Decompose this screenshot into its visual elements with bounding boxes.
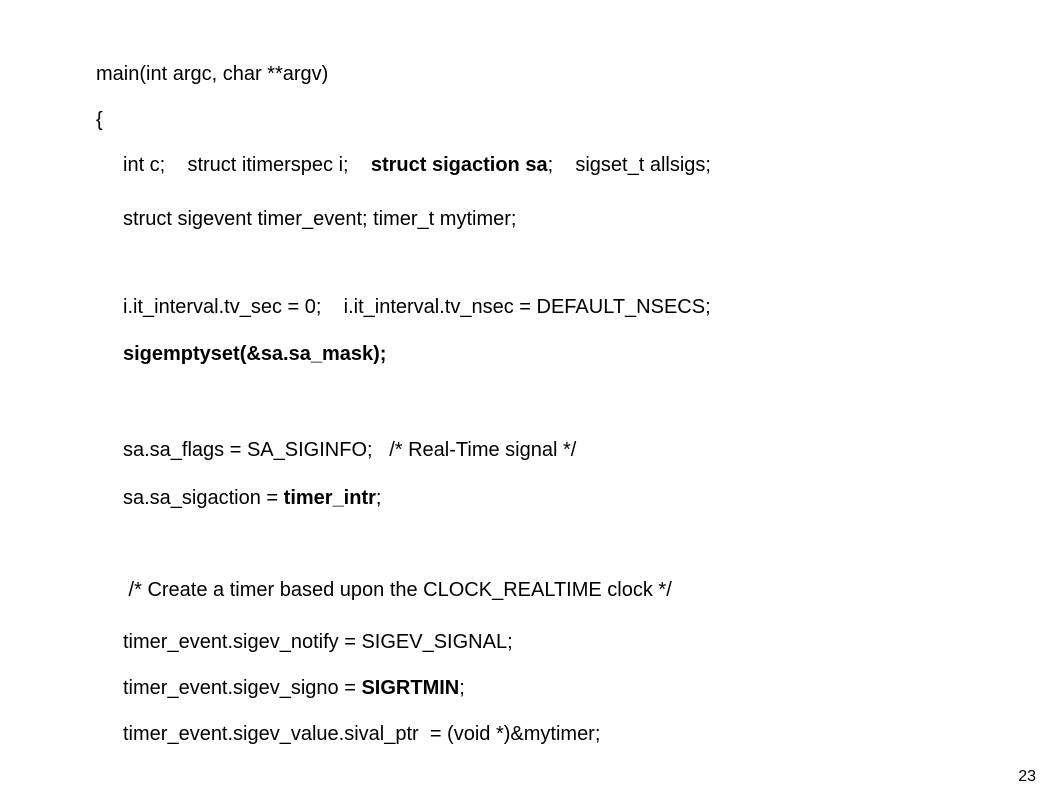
- code-line: sa.sa_flags = SA_SIGINFO; /* Real-Time s…: [123, 438, 576, 462]
- code-line: timer_event.sigev_notify = SIGEV_SIGNAL;: [123, 630, 513, 654]
- code-segment-bold: timer_intr: [283, 487, 376, 509]
- code-line: main(int argc, char **argv): [96, 62, 328, 86]
- code-line: timer_event.sigev_value.sival_ptr = (voi…: [123, 722, 600, 746]
- code-segment-bold: sigemptyset(&sa.sa_mask);: [123, 343, 387, 365]
- code-segment: ;: [459, 677, 465, 699]
- code-line: sa.sa_sigaction = timer_intr;: [123, 486, 381, 510]
- code-line: timer_event.sigev_signo = SIGRTMIN;: [123, 676, 465, 700]
- code-segment: timer_event.sigev_signo =: [123, 677, 362, 699]
- code-segment: struct sigevent timer_event; timer_t myt…: [123, 208, 517, 230]
- code-segment: sa.sa_sigaction =: [123, 487, 284, 509]
- code-segment-bold: SIGRTMIN: [361, 677, 460, 699]
- page-number: 23: [1018, 768, 1036, 785]
- code-line: int c; struct itimerspec i; struct sigac…: [123, 153, 711, 177]
- code-segment: ;: [375, 487, 382, 509]
- code-segment: main(int argc, char **argv): [96, 63, 329, 85]
- code-segment-bold: struct sigaction sa: [370, 154, 548, 176]
- code-segment: {: [96, 109, 103, 131]
- code-line: /* Create a timer based upon the CLOCK_R…: [123, 578, 672, 602]
- code-segment: timer_event.sigev_value.sival_ptr = (voi…: [123, 723, 601, 745]
- code-segment: ; sigset_t allsigs;: [547, 154, 711, 176]
- code-segment: sa.sa_flags = SA_SIGINFO; /* Real-Time s…: [123, 439, 577, 461]
- code-line: struct sigevent timer_event; timer_t myt…: [123, 207, 516, 231]
- code-line: i.it_interval.tv_sec = 0; i.it_interval.…: [123, 295, 711, 319]
- code-segment: int c; struct itimerspec i;: [123, 154, 371, 176]
- code-segment: timer_event.sigev_notify = SIGEV_SIGNAL;: [123, 631, 513, 653]
- code-line: sigemptyset(&sa.sa_mask);: [123, 342, 386, 366]
- code-segment: i.it_interval.tv_sec = 0; i.it_interval.…: [123, 296, 711, 318]
- code-segment: /* Create a timer based upon the CLOCK_R…: [123, 579, 672, 601]
- code-line: {: [96, 108, 103, 132]
